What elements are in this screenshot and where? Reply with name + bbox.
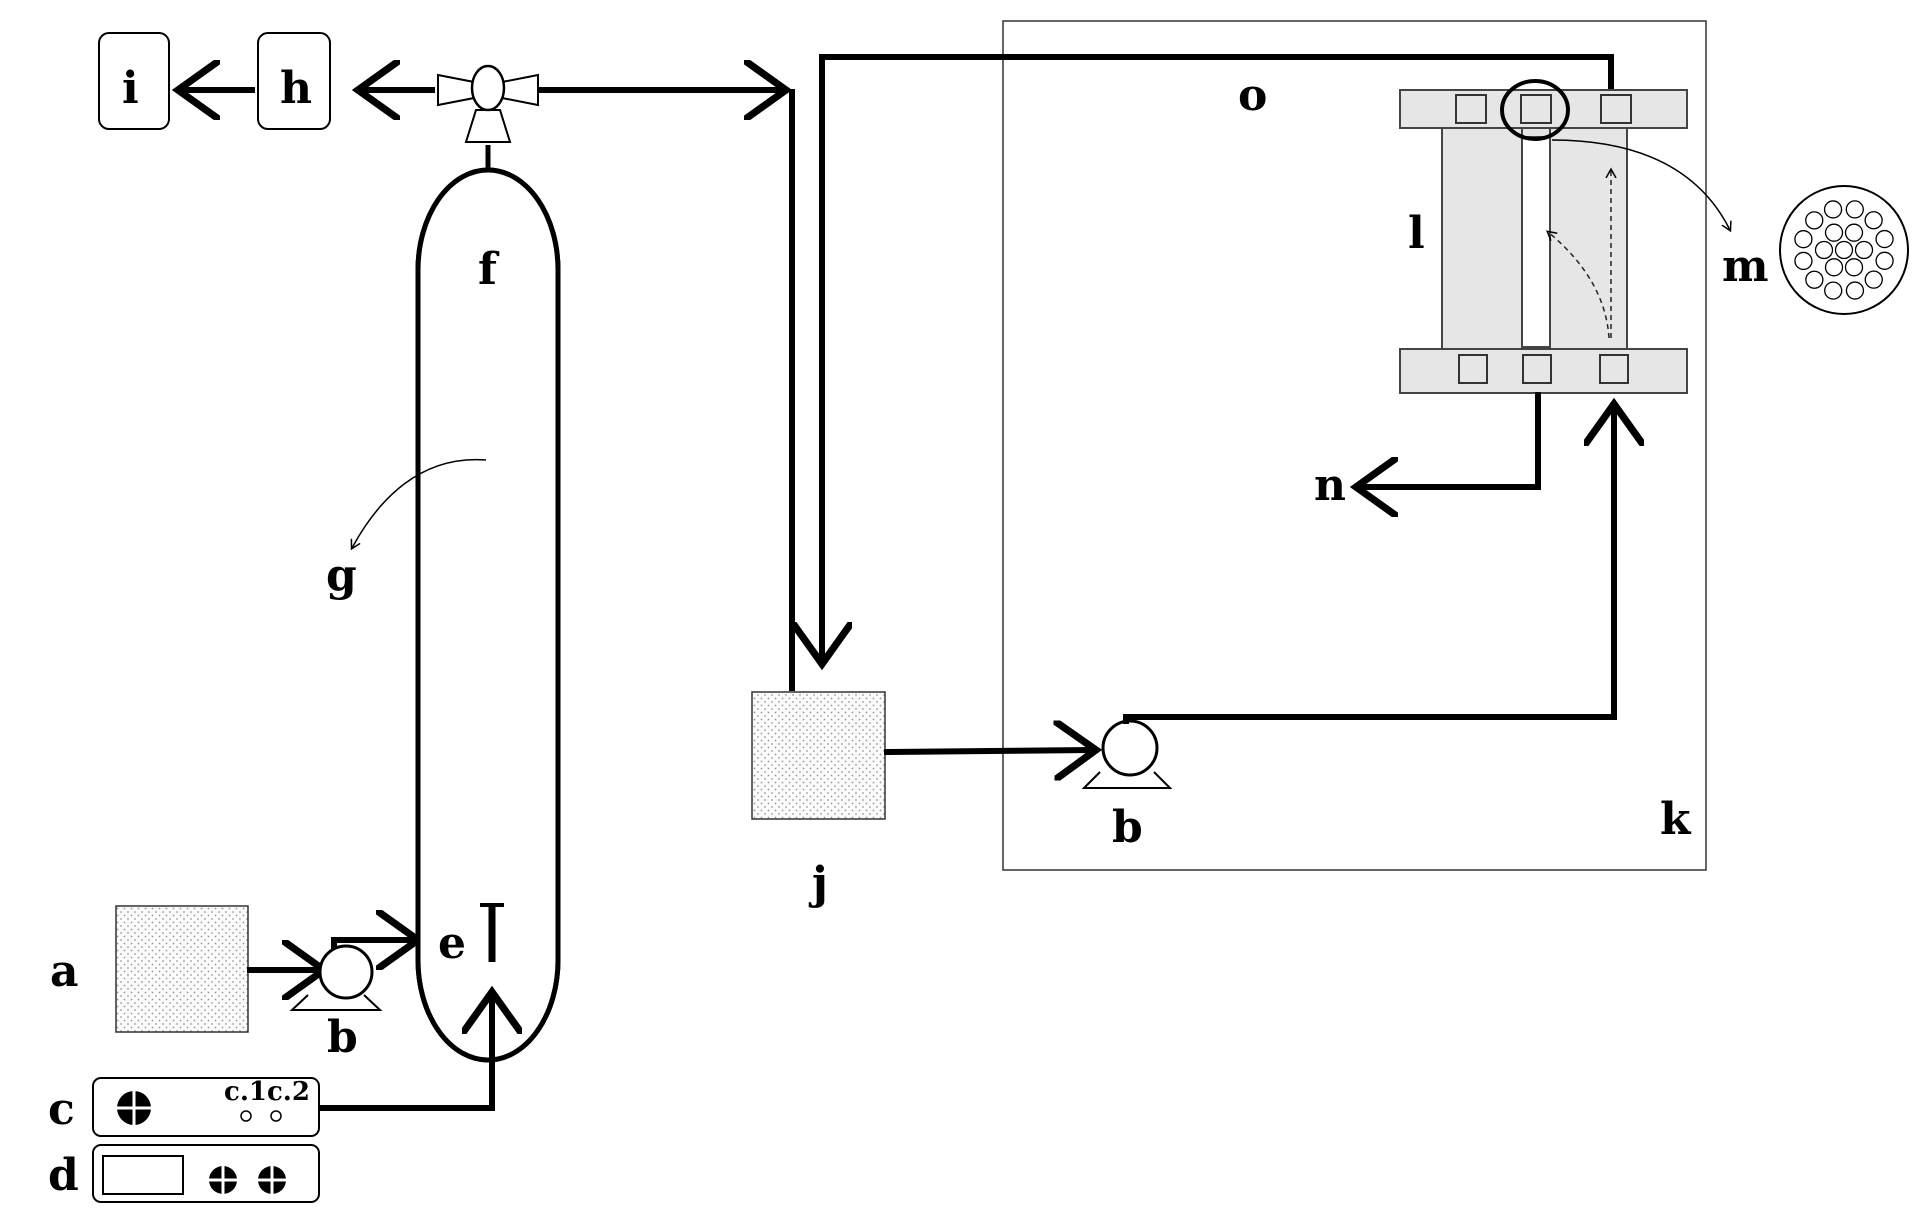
fiber-circle (1824, 258, 1844, 277)
pipe-j-to-pump (883, 750, 1090, 752)
membrane-module-l (1399, 79, 1688, 394)
fiber-circle (1845, 200, 1864, 219)
fiber-circle (1805, 211, 1824, 230)
label-c: c (48, 1084, 75, 1135)
pipe-gas-to-column (319, 998, 492, 1111)
fiber-circle (1845, 281, 1865, 300)
fiber-bundle-icon (1779, 185, 1909, 315)
fiber-circle (1844, 258, 1864, 277)
fiber-circle (1864, 270, 1883, 289)
fiber-circle (1854, 240, 1874, 260)
box-i (98, 32, 170, 130)
label-g: g (326, 550, 357, 601)
crosshair-knob-icon (257, 1165, 287, 1195)
pointer-g (352, 458, 487, 548)
box-h (257, 32, 331, 130)
fiber-circle (1875, 251, 1894, 270)
crosshair-knob-icon (116, 1090, 152, 1126)
fiber-circle (1875, 229, 1894, 249)
pipe-pump-to-module (1123, 410, 1614, 724)
fiber-circle (1794, 230, 1813, 249)
label-o: o (1238, 70, 1267, 121)
three-way-valve-icon (437, 64, 539, 143)
label-f: f (478, 244, 500, 295)
enclosure-k (1002, 20, 1707, 871)
fiber-circle (1823, 200, 1843, 219)
fiber-circle (1805, 270, 1824, 289)
fiber-circle (1794, 251, 1813, 271)
pointer-m (1551, 139, 1730, 230)
fiber-circle (1834, 240, 1854, 260)
label-i: i (122, 63, 139, 114)
pipe-module-to-n (1362, 392, 1541, 487)
controller-c (92, 1077, 320, 1137)
feed-tank-a (115, 905, 249, 1033)
reactor-column (415, 167, 561, 1063)
controller-d (92, 1144, 320, 1203)
fiber-circle (1864, 211, 1883, 230)
label-b-recirc: b (1112, 802, 1143, 853)
fiber-circle (1824, 223, 1844, 242)
tank-j (751, 691, 886, 820)
fiber-circle (1814, 240, 1834, 260)
crosshair-knob-icon (208, 1165, 238, 1195)
label-m: m (1722, 241, 1769, 292)
label-a: a (50, 946, 79, 997)
fiber-circle (1844, 223, 1864, 242)
label-n: n (1314, 460, 1346, 511)
label-h: h (280, 63, 312, 114)
label-j: j (808, 858, 828, 909)
pipe-pump-to-e (331, 940, 412, 946)
pipe-module-to-j (822, 54, 1614, 658)
label-c-ports: c.1c.2 (224, 1077, 310, 1107)
pump-icon (289, 944, 383, 1011)
label-l: l (1408, 208, 1425, 259)
label-b-feed: b (327, 1012, 358, 1063)
pump-icon (1081, 719, 1173, 789)
label-e: e (438, 918, 466, 969)
fiber-circle (1824, 281, 1843, 300)
label-k: k (1660, 794, 1692, 845)
label-d: d (48, 1150, 79, 1201)
